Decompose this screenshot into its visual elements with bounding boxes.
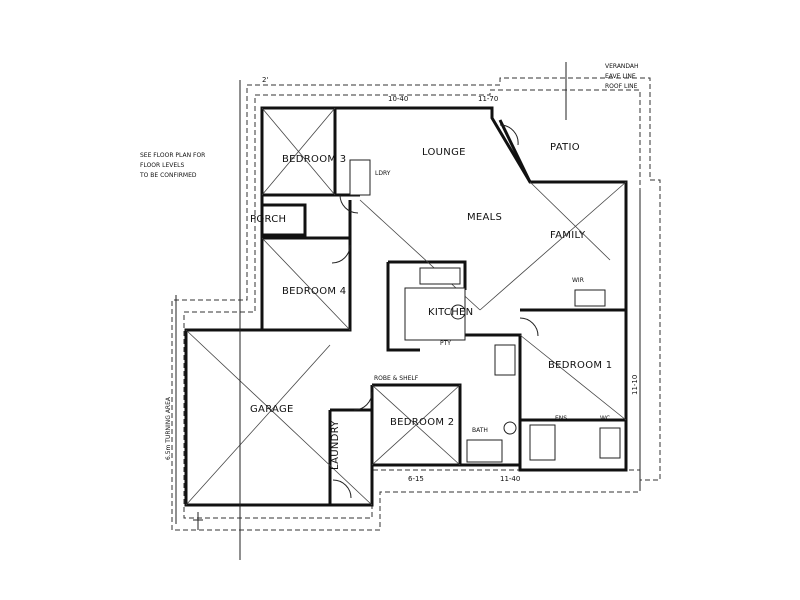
label-pty: PTY [440, 340, 451, 347]
label-bedroom1: BEDROOM 1 [548, 360, 612, 371]
label-wir: WIR [572, 277, 584, 284]
note-bedroom2: ROBE & SHELF [374, 375, 419, 382]
dim-top-mid: 10-40 [388, 95, 408, 103]
dim-top-left: 2' [262, 76, 268, 84]
label-bath: BATH [472, 427, 488, 434]
fixtures [349, 159, 621, 463]
note-left-1: SEE FLOOR PLAN FOR [140, 152, 205, 159]
label-bedroom2: BEDROOM 2 [390, 417, 454, 428]
label-bedroom3: BEDROOM 3 [282, 154, 346, 165]
external-walls [184, 106, 628, 507]
dim-right-side: 11-10 [631, 375, 639, 395]
dimension-lines [175, 62, 641, 560]
label-patio: PATIO [550, 142, 580, 153]
note-top-right-3: ROOF LINE [605, 83, 638, 90]
label-garage: GARAGE [250, 404, 294, 415]
note-left-3: TO BE CONFIRMED [139, 172, 197, 179]
note-top-right-1: VERANDAH [605, 63, 639, 70]
note-left-2: FLOOR LEVELS [140, 162, 184, 169]
dim-bottom-mid: 6-15 [408, 475, 424, 483]
label-bedroom4: BEDROOM 4 [282, 286, 346, 297]
dimension-text: 2' 10-40 11-70 11-10 6-15 11-40 [262, 76, 639, 483]
ceiling-diagonals [185, 107, 627, 506]
label-laundry: LAUNDRY [330, 420, 341, 470]
room-labels: BEDROOM 3 LOUNGE PATIO MEALS FAMILY BEDR… [250, 142, 612, 470]
note-top-right-2: EAVE LINE [605, 73, 636, 80]
dim-bottom-right: 11-40 [500, 475, 520, 483]
label-porch: PORCH [250, 214, 286, 225]
north-arrow-icon [193, 512, 203, 530]
notes: VERANDAH EAVE LINE ROOF LINE SEE FLOOR P… [139, 63, 639, 460]
label-ldry: LDRY [375, 170, 391, 177]
label-ens: ENS [555, 415, 567, 422]
dim-top-right: 11-70 [478, 95, 498, 103]
label-wc: WC [600, 415, 610, 422]
label-kitchen: KITCHEN [428, 307, 473, 318]
label-lounge: LOUNGE [422, 147, 466, 158]
doors [331, 124, 539, 499]
note-garage-side: 6.5m TURNING AREA [165, 396, 172, 460]
label-family: FAMILY [550, 230, 586, 241]
label-meals: MEALS [467, 212, 502, 223]
